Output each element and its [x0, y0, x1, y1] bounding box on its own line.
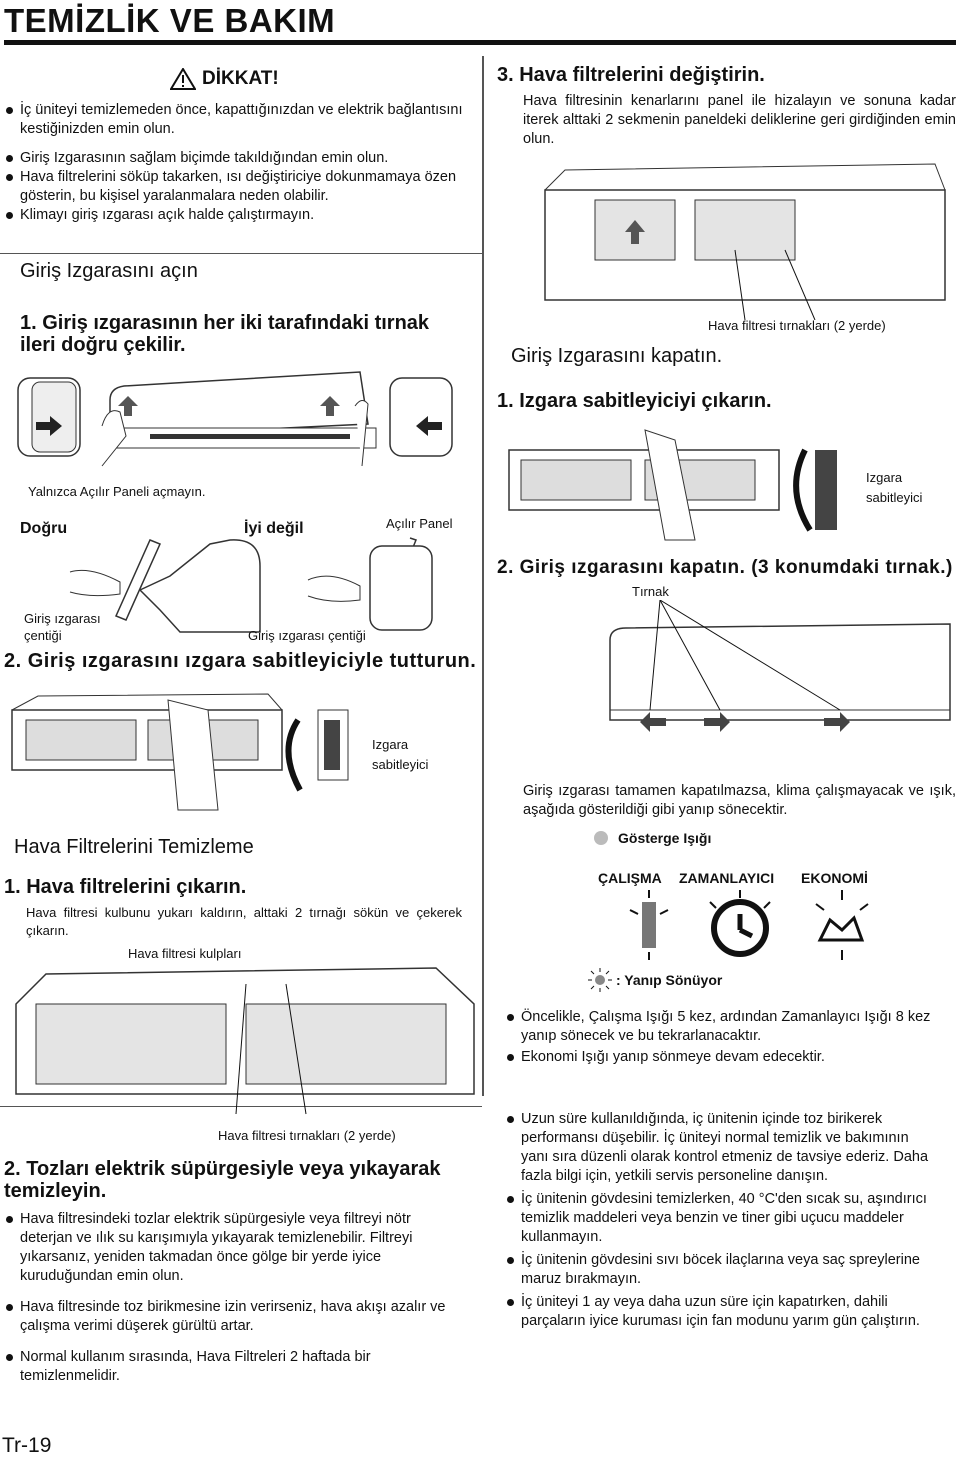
economy-lamp-icon	[815, 890, 869, 960]
list-item: Giriş Izgarasının sağlam biçimde takıldı…	[4, 149, 474, 168]
open-grille-illustration	[17, 371, 453, 467]
step-text: Hava filtresinin kenarlarını panel ile h…	[523, 93, 956, 147]
label-handles: Hava filtresi kulpları	[128, 946, 242, 961]
list-item: İç üniteyi temizlemeden önce, kapattığın…	[4, 101, 474, 139]
caution-header: DİKKAT!	[170, 68, 279, 90]
lamp-label-economy: EKONOMİ	[801, 870, 868, 886]
remove-filter-illustration	[15, 967, 475, 1115]
step-heading: 2. Giriş ızgarasını kapatın. (3 konumdak…	[497, 557, 953, 578]
step-heading: 2. Tozları elektrik süpürgesiyle veya yı…	[4, 1158, 441, 1202]
step-heading: 1. Izgara sabitleyiciyi çıkarın.	[497, 390, 772, 412]
label-tabs: Hava filtresi tırnakları (2 yerde)	[708, 318, 886, 333]
section-heading: Giriş Izgarasını açın	[20, 260, 198, 282]
lamp-label-timer: ZAMANLAYICI	[679, 870, 775, 886]
blink-label: : Yanıp Sönüyor	[616, 972, 723, 988]
section-heading: Hava Filtrelerini Temizleme	[14, 836, 254, 858]
lamp-notes: Öncelikle, Çalışma Işığı 5 kez, ardından…	[505, 1008, 955, 1067]
label-notch: Giriş ızgarası çentiği	[24, 611, 101, 643]
list-item: İç ünitenin gövdesini temizlerken, 40 °C…	[505, 1190, 935, 1247]
list-item: İç üniteyi 1 ay veya daha uzun süre için…	[505, 1293, 935, 1331]
remove-fixer-illustration	[508, 429, 837, 541]
caution-list: İç üniteyi temizlemeden önce, kapattığın…	[4, 101, 474, 225]
step-heading: 1. Hava filtrelerini çıkarın.	[4, 876, 247, 898]
close-note: Giriş ızgarası tamamen kapatılmazsa, kli…	[523, 783, 956, 818]
list-item: Hava filtrelerini söküp takarken, ısı de…	[4, 168, 464, 206]
page-number: Tr-19	[2, 1434, 52, 1457]
label-notch: Giriş ızgarası çentiği	[248, 628, 366, 643]
insert-filter-illustration	[544, 163, 946, 320]
list-item: Hava filtresinde toz birikmesine izin ve…	[4, 1298, 464, 1336]
label-fixer: Izgara sabitleyici	[866, 470, 923, 505]
indicator-lamps-illustration	[629, 890, 869, 960]
grille-fixer-illustration	[11, 693, 349, 811]
indicator-header: Gösterge Işığı	[594, 830, 711, 846]
note-label: Yalnızca Açılır Paneli açmayın.	[28, 484, 206, 499]
cleaning-list: Hava filtresindeki tozlar elektrik süpür…	[4, 1210, 464, 1386]
label-flap-panel: Açılır Panel	[386, 516, 453, 531]
blink-legend: : Yanıp Sönüyor	[586, 968, 722, 992]
step-text: Hava filtresi kulbunu yukarı kaldırın, a…	[26, 905, 462, 938]
step-heading: 2. Giriş ızgarasını ızgara sabitleyiciyl…	[4, 650, 477, 672]
divider	[0, 1106, 482, 1107]
label-correct: Doğru	[20, 520, 68, 537]
warning-icon	[170, 68, 196, 90]
divider	[0, 253, 482, 254]
operation-lamp-icon	[629, 890, 669, 960]
step-heading: 1. Giriş ızgarasının her iki tarafındaki…	[20, 312, 430, 356]
section-heading: Giriş Izgarasını kapatın.	[511, 345, 723, 367]
list-item: Öncelikle, Çalışma Işığı 5 kez, ardından…	[505, 1008, 955, 1046]
label-not-good: İyi değil	[244, 520, 304, 537]
label-fixer: Izgara sabitleyici	[372, 737, 429, 772]
lamp-icon	[594, 831, 608, 845]
indicator-title: Gösterge Işığı	[618, 830, 712, 846]
timer-lamp-icon	[709, 890, 771, 957]
blink-icon	[588, 968, 612, 992]
list-item: Ekonomi Işığı yanıp sönmeye devam edecek…	[505, 1048, 955, 1067]
list-item: Klimayı giriş ızgarası açık halde çalışt…	[4, 206, 474, 225]
list-item: İç ünitenin gövdesini sıvı böcek ilaçlar…	[505, 1251, 935, 1289]
correct-vs-wrong-illustration	[69, 537, 433, 633]
title-rule	[4, 40, 956, 45]
step-heading: 3. Hava filtrelerini değiştirin.	[497, 64, 765, 86]
list-item: Hava filtresindeki tozlar elektrik süpür…	[4, 1210, 464, 1286]
page-title: TEMİZLİK VE BAKIM	[4, 2, 336, 39]
label-tab: Tırnak	[632, 584, 669, 599]
list-item: Uzun süre kullanıldığında, iç ünitenin i…	[505, 1110, 935, 1186]
general-notes: Uzun süre kullanıldığında, iç ünitenin i…	[505, 1110, 935, 1331]
list-item: Normal kullanım sırasında, Hava Filtrele…	[4, 1348, 464, 1386]
column-divider	[482, 56, 484, 1096]
close-grille-illustration	[609, 600, 951, 732]
caution-title: DİKKAT!	[202, 68, 279, 89]
lamp-label-operation: ÇALIŞMA	[598, 870, 662, 886]
label-tabs: Hava filtresi tırnakları (2 yerde)	[218, 1128, 396, 1143]
